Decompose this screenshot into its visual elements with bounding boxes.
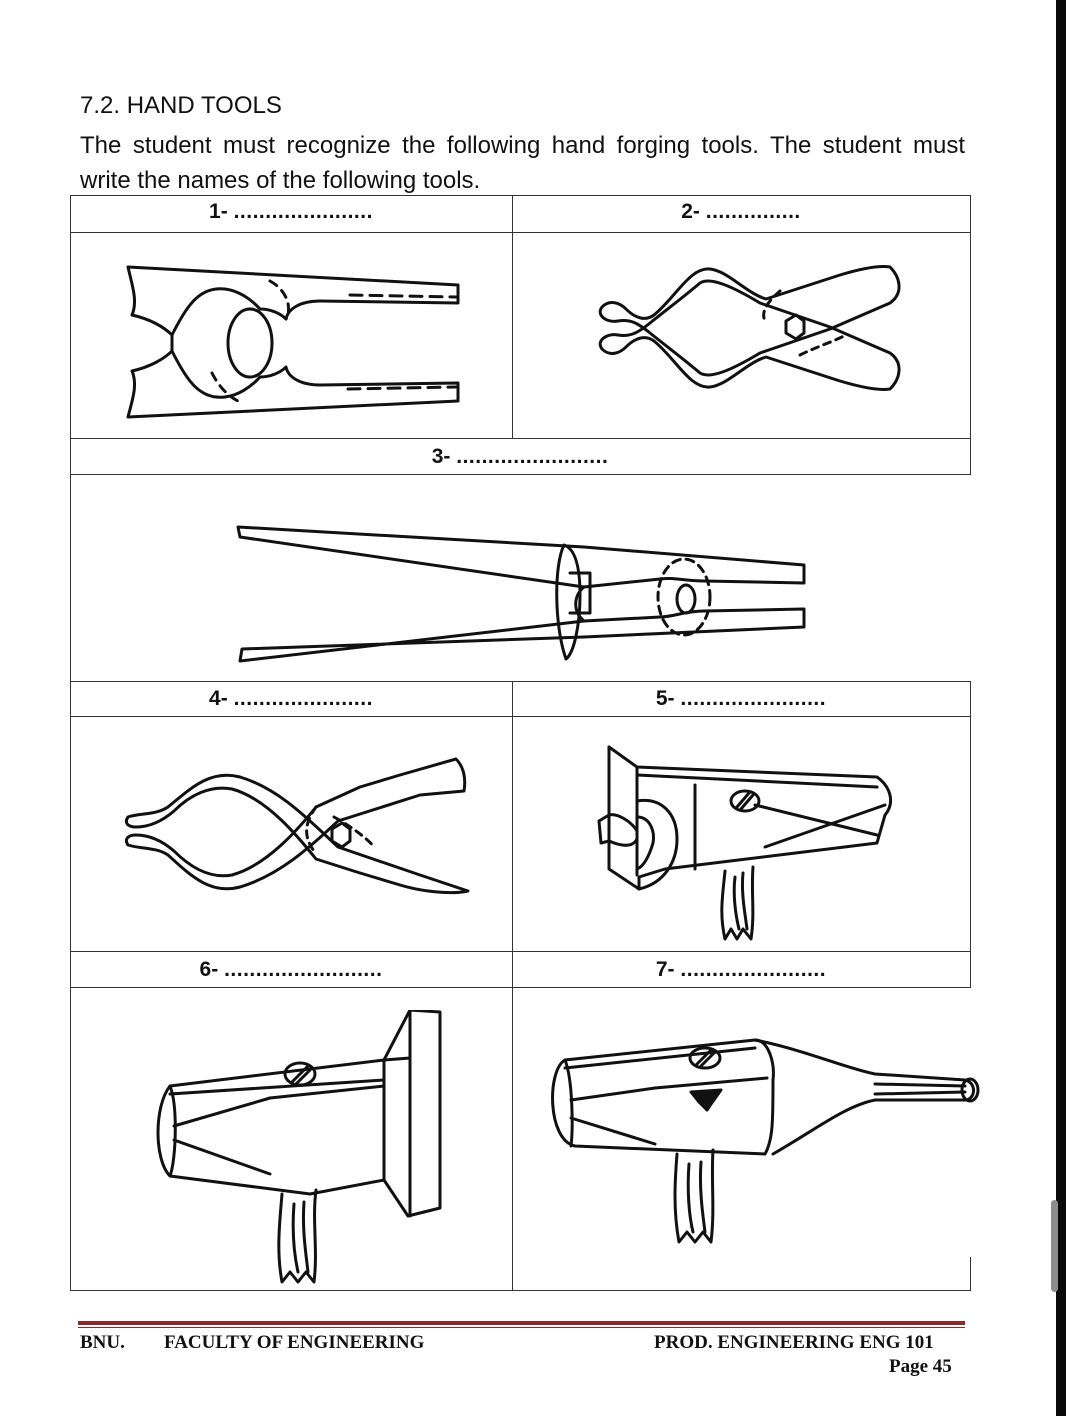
tool-image-7: [545, 1020, 981, 1250]
tool-label-4: 4- ......................: [209, 687, 373, 710]
viewer-edge: [1056, 0, 1066, 1416]
intro-paragraph: The student must recognize the following…: [80, 132, 965, 194]
tool-image-4: [120, 755, 480, 905]
footer-faculty: FACULTY OF ENGINEERING: [164, 1332, 425, 1353]
footer-rule-thin: [78, 1327, 965, 1328]
tool-label-5: 5- .......................: [655, 687, 827, 710]
scrollbar-thumb[interactable]: [1051, 1200, 1058, 1292]
tool-label-7: 7- .......................: [655, 958, 827, 981]
footer-page-number: Page 45: [889, 1356, 952, 1377]
footer-rule: [78, 1321, 965, 1325]
tool-label-3: 3- ........................: [431, 445, 609, 468]
tool-image-2: [590, 263, 910, 393]
tool-label-2: 2- ...............: [681, 200, 801, 223]
tool-image-3: [234, 525, 814, 665]
tool-image-1: [120, 257, 470, 427]
section-heading: 7.2. HAND TOOLS: [80, 92, 282, 119]
footer-course: PROD. ENGINEERING ENG 101: [654, 1332, 934, 1353]
tool-label-1: 1- ......................: [209, 200, 373, 223]
tool-image-6: [150, 1010, 460, 1285]
footer-org: BNU.: [80, 1332, 125, 1353]
tool-image-5: [595, 743, 905, 949]
tool-label-6: 6- .........................: [199, 958, 383, 981]
